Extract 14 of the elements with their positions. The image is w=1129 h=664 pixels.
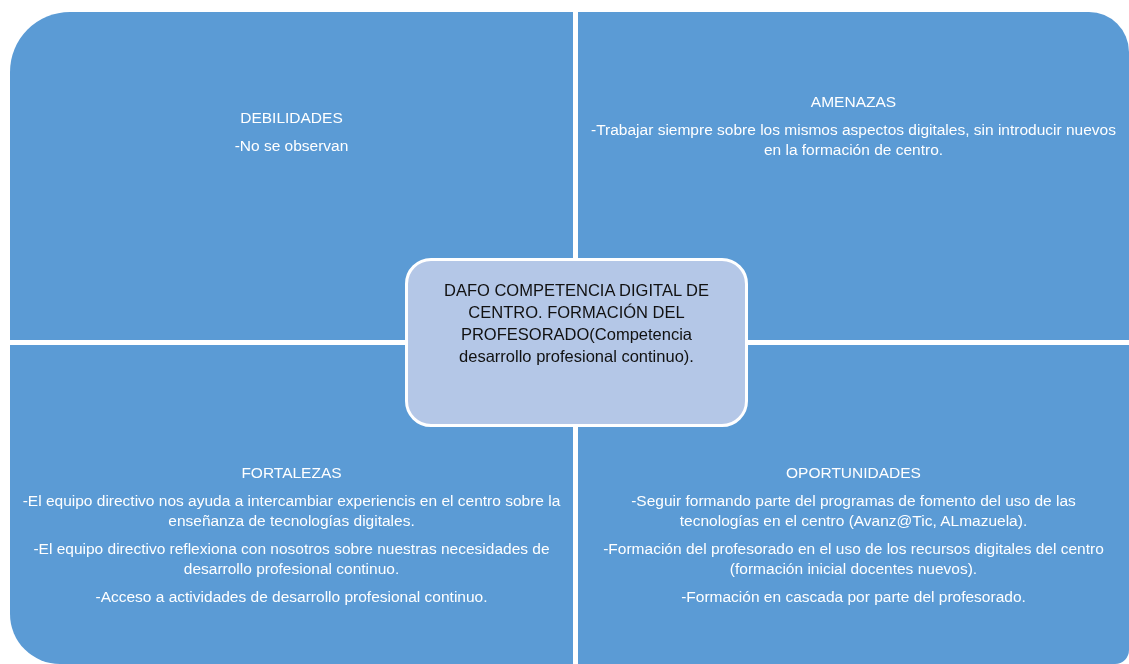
bullet-text: -Seguir formando parte del programas de fomento del uso de las tecnologías en el centro (Avanz@Tic, ALmazuela).	[630, 491, 1077, 531]
center-box	[405, 258, 748, 427]
quadrant-heading: AMENAZAS	[809, 92, 898, 112]
bullet-text: -Acceso a actividades de desarrollo profesional continuo.	[94, 587, 489, 607]
bullet-text: -Formación del profesorado en el uso de los recursos digitales del centro (formación inicial docentes nuevos).	[602, 539, 1105, 579]
bullet-text: -Trabajar siempre sobre los mismos aspectos digitales, sin introducir nuevos en la formación de centro.	[590, 120, 1117, 160]
bullet-text: -El equipo directivo nos ayuda a intercambiar experiencis en el centro sobre la enseñanza de tecnologías digitales.	[22, 491, 561, 531]
quadrant-heading: DEBILIDADES	[239, 108, 344, 128]
bullet-text: -No se observan	[233, 136, 350, 156]
bullet-text: -Formación en cascada por parte del profesorado.	[680, 587, 1027, 607]
quadrant-heading: FORTALEZAS	[240, 463, 343, 483]
quadrant-heading: OPORTUNIDADES	[785, 463, 922, 483]
title-text: DAFO COMPETENCIA DIGITAL DE CENTRO. FORMACIÓN DEL PROFESORADO(Competencia desarrollo profesional continuo).	[443, 280, 710, 367]
bullet-text: -El equipo directivo reflexiona con nosotros sobre nuestras necesidades de desarrollo profesional continuo.	[32, 539, 551, 579]
